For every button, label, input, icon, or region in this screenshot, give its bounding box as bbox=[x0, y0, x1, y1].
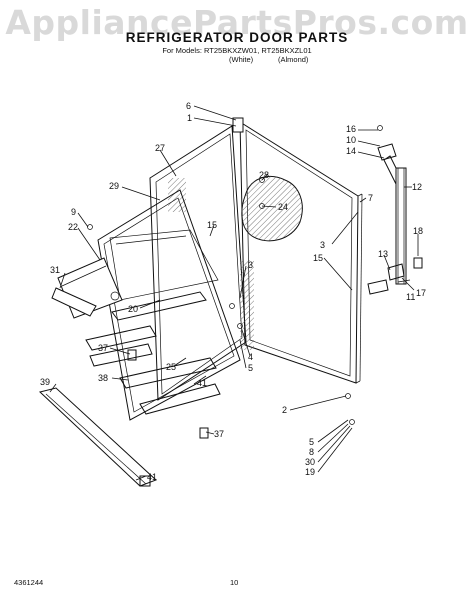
door-shelf-rail-2 bbox=[85, 325, 157, 367]
callout-41-upper: 41 bbox=[197, 378, 207, 388]
callout-18: 18 bbox=[413, 226, 423, 236]
callout-29: 29 bbox=[109, 181, 119, 191]
callout-16: 16 bbox=[346, 124, 356, 134]
model-numbers: For Models: RT25BKXZW01, RT25BKXZL01 bbox=[162, 46, 312, 55]
callout-1: 1 bbox=[187, 113, 192, 123]
callout-38: 38 bbox=[98, 373, 108, 383]
callout-30: 30 bbox=[305, 457, 315, 467]
outer-door-panel bbox=[239, 121, 363, 384]
callout-11: 11 bbox=[406, 292, 415, 302]
bin-left-lower bbox=[51, 287, 97, 317]
door-shelf-bottom bbox=[38, 387, 157, 487]
watermark: AppliancePartsPros.com bbox=[5, 3, 469, 42]
diagram-title: REFRIGERATOR DOOR PARTS bbox=[125, 30, 349, 45]
callout-labels: 6 1 27 29 9 22 31 20 28 24 15 3 4 5 25 3… bbox=[40, 101, 426, 482]
callout-31: 31 bbox=[50, 265, 60, 275]
callout-9: 9 bbox=[71, 207, 76, 217]
callout-14: 14 bbox=[346, 146, 356, 156]
finish-white: (White) bbox=[229, 55, 254, 64]
callout-25: 25 bbox=[166, 362, 176, 372]
bottom-hinge bbox=[367, 257, 423, 295]
callout-12: 12 bbox=[412, 182, 422, 192]
finish-almond: (Almond) bbox=[278, 55, 309, 64]
callout-24: 24 bbox=[278, 202, 288, 212]
callout-37-upper: 37 bbox=[98, 343, 108, 353]
callout-15-left: 15 bbox=[207, 220, 217, 230]
callout-13: 13 bbox=[378, 249, 388, 259]
door-shelf-rail-1 bbox=[111, 291, 207, 321]
callout-2: 2 bbox=[282, 405, 287, 415]
callout-17: 17 bbox=[416, 288, 426, 298]
leader-lines bbox=[49, 105, 419, 481]
callout-22: 22 bbox=[68, 222, 78, 232]
inner-door-liner bbox=[97, 189, 241, 421]
callout-4: 4 bbox=[248, 352, 253, 362]
part-code: 4361244 bbox=[14, 578, 44, 587]
callout-6: 6 bbox=[186, 101, 191, 111]
callout-7: 7 bbox=[368, 193, 373, 203]
callout-28: 28 bbox=[259, 170, 269, 180]
callout-3-left: 3 bbox=[248, 260, 253, 270]
callout-37-lower: 37 bbox=[214, 429, 224, 439]
door-gasket bbox=[149, 125, 254, 401]
door-shelf-rail-3 bbox=[119, 357, 221, 415]
callout-27: 27 bbox=[155, 143, 165, 153]
callout-20: 20 bbox=[128, 304, 138, 314]
handle bbox=[395, 167, 407, 285]
page-number: 10 bbox=[230, 578, 239, 587]
callout-15-right: 15 bbox=[313, 253, 323, 263]
callout-39: 39 bbox=[40, 377, 50, 387]
callout-5-left: 5 bbox=[248, 363, 253, 373]
callout-8: 8 bbox=[309, 447, 314, 457]
callout-3-right: 3 bbox=[320, 240, 325, 250]
callout-41-lower: 41 bbox=[147, 472, 157, 482]
callout-10: 10 bbox=[346, 135, 356, 145]
callout-19: 19 bbox=[305, 467, 315, 477]
callout-5-right: 5 bbox=[309, 437, 314, 447]
